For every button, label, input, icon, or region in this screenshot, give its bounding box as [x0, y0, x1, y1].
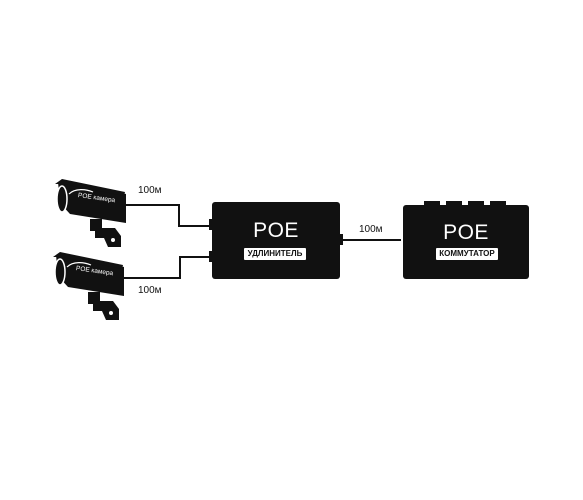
camera1-cable-label: 100м [138, 185, 162, 196]
camera-mount-screw [111, 238, 115, 242]
camera1-cable [126, 204, 210, 227]
switch-title: POE [443, 221, 489, 244]
camera-icon [53, 252, 124, 320]
camera-mount-screw [109, 311, 113, 315]
switch-subtitle: КОММУТАТОР [436, 248, 498, 260]
camera-hood [55, 179, 125, 196]
camera-lens [56, 185, 68, 213]
camera-highlight [68, 189, 94, 195]
camera-mount-bracket [93, 301, 119, 320]
switch-port-2 [424, 201, 440, 207]
camera2-cable [124, 256, 210, 279]
camera2-cable-label: 100м [138, 285, 162, 296]
extender-subtitle: УДЛИНИТЕЛЬ [244, 248, 306, 260]
camera-icon [55, 179, 126, 247]
link-cable-label: 100м [359, 224, 383, 235]
switch-box [403, 205, 529, 279]
switch-port-5 [490, 201, 506, 207]
extender-port-out [338, 234, 343, 245]
extender-port-1 [209, 219, 214, 230]
camera-mount-bracket [95, 228, 121, 247]
extender-port-2 [209, 251, 214, 262]
switch-port-3 [446, 201, 462, 207]
camera-highlight [66, 262, 92, 268]
camera-hood [53, 252, 123, 269]
extender-title: POE [253, 219, 299, 242]
camera-lens [54, 258, 66, 286]
switch-port-4 [468, 201, 484, 207]
